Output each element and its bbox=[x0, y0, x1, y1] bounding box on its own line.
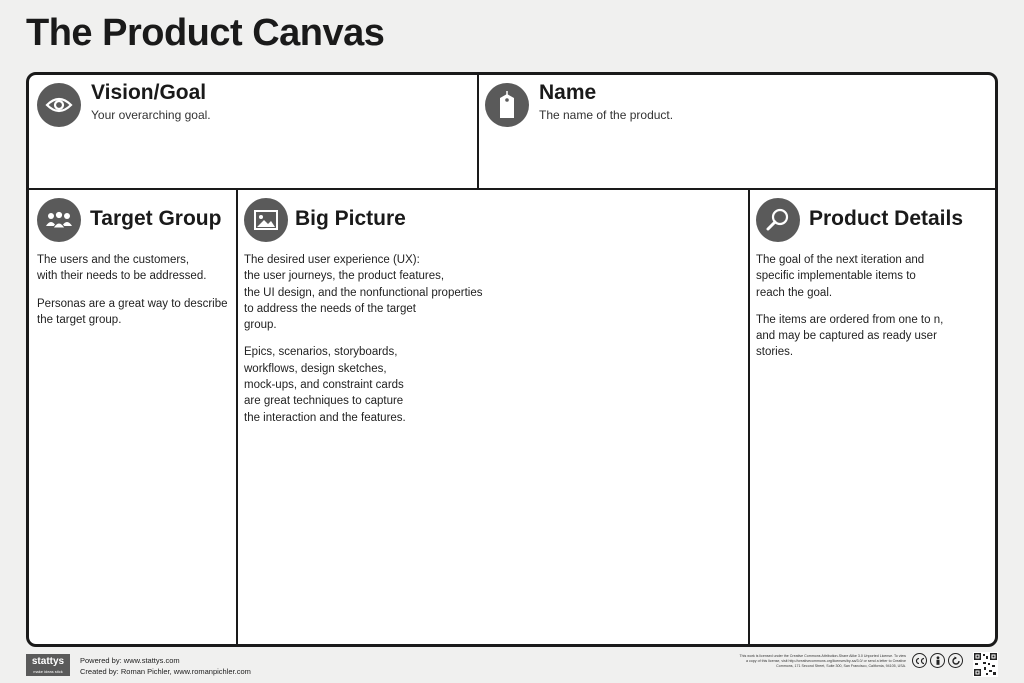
logo-tagline: make ideas stick bbox=[33, 669, 63, 674]
big-picture-section[interactable]: Big Picture The desired user experience … bbox=[238, 190, 748, 644]
big-picture-title: Big Picture bbox=[295, 207, 406, 230]
eye-icon bbox=[37, 83, 81, 127]
target-group-title: Target Group bbox=[90, 207, 222, 230]
target-group-paragraph: The users and the customers, with their … bbox=[37, 254, 207, 283]
product-details-body: The goal of the next iteration and speci… bbox=[756, 252, 995, 372]
divider bbox=[29, 188, 995, 190]
product-canvas: Vision/Goal Your overarching goal. Name … bbox=[26, 72, 998, 647]
page-title: The Product Canvas bbox=[26, 12, 385, 54]
product-details-section[interactable]: Product Details The goal of the next ite… bbox=[750, 190, 995, 644]
image-icon bbox=[244, 198, 288, 242]
tag-icon bbox=[485, 83, 529, 127]
cc-badges[interactable] bbox=[912, 653, 963, 668]
logo-text: stattys bbox=[31, 656, 65, 667]
created-by-link[interactable]: Created by: Roman Pichler, www.romanpich… bbox=[80, 667, 251, 676]
users-icon bbox=[37, 198, 81, 242]
target-group-section[interactable]: Target Group The users and the customers… bbox=[29, 190, 236, 644]
attribution-icon bbox=[930, 653, 945, 668]
divider bbox=[236, 188, 238, 644]
name-section[interactable]: Name The name of the product. bbox=[479, 75, 995, 188]
divider bbox=[477, 75, 479, 189]
product-details-paragraph: The items are ordered from one to n, and… bbox=[756, 313, 944, 359]
vision-section[interactable]: Vision/Goal Your overarching goal. bbox=[29, 75, 477, 188]
name-subtitle: The name of the product. bbox=[539, 108, 674, 122]
magnifier-icon bbox=[756, 198, 800, 242]
share-alike-icon bbox=[948, 653, 963, 668]
cc-icon bbox=[912, 653, 927, 668]
big-picture-paragraph: The desired user experience (UX): the us… bbox=[244, 254, 483, 332]
target-group-paragraph: Personas are a great way to describe the… bbox=[37, 297, 228, 326]
footer-credits: Powered by: www.stattys.com Created by: … bbox=[80, 655, 251, 677]
product-details-title: Product Details bbox=[809, 207, 964, 230]
license-text: This work is licensed under the Creative… bbox=[739, 654, 906, 668]
powered-by-link[interactable]: Powered by: www.stattys.com bbox=[80, 656, 180, 665]
target-group-body: The users and the customers, with their … bbox=[37, 252, 232, 339]
vision-title: Vision/Goal bbox=[91, 81, 207, 104]
product-details-paragraph: The goal of the next iteration and speci… bbox=[756, 254, 925, 299]
divider bbox=[748, 188, 750, 644]
qr-code-icon bbox=[973, 652, 998, 677]
name-title: Name bbox=[539, 81, 597, 104]
big-picture-paragraph: Epics, scenarios, storyboards, workflows… bbox=[244, 346, 406, 424]
big-picture-body: The desired user experience (UX): the us… bbox=[244, 252, 704, 437]
stattys-logo[interactable]: stattys make ideas stick bbox=[26, 654, 70, 676]
vision-subtitle: Your overarching goal. bbox=[91, 108, 211, 122]
